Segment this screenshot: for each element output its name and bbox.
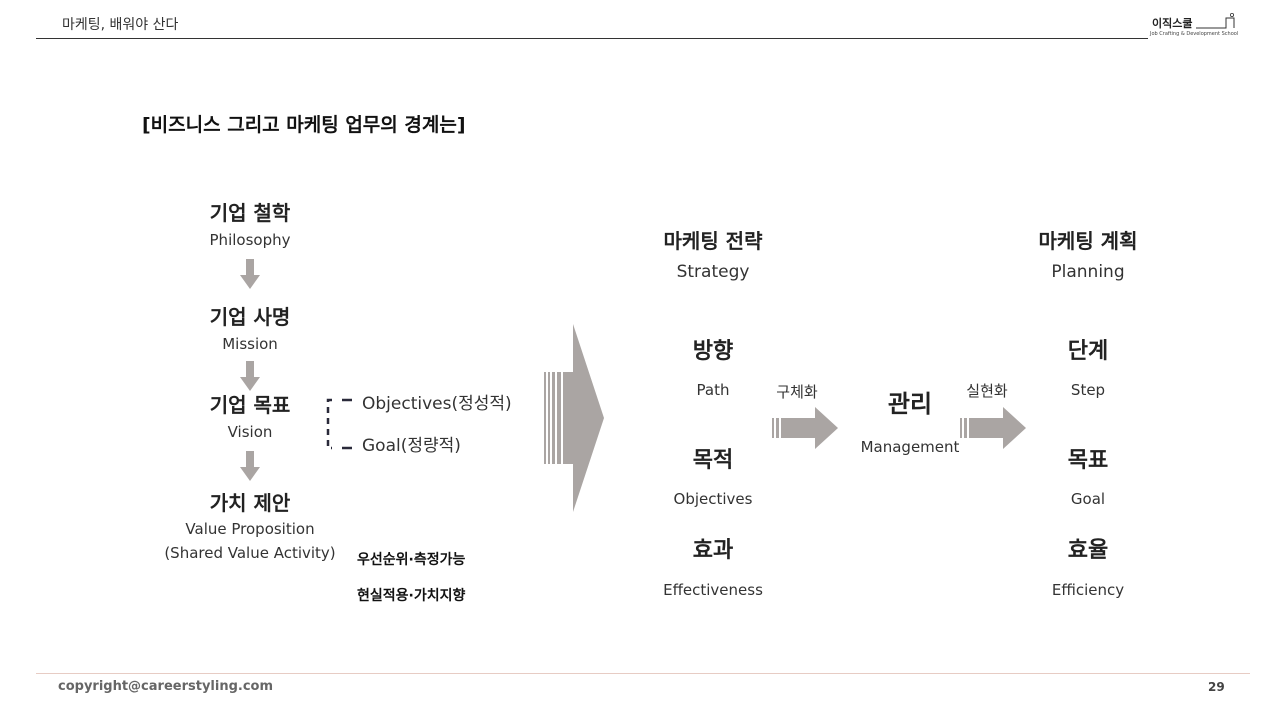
- strategy-objectives-en: Objectives: [673, 490, 753, 508]
- hierarchy-value-en2: (Shared Value Activity): [164, 544, 336, 562]
- strategy-path-ko: 방향: [692, 339, 734, 364]
- logo-name: 이직스쿨: [1152, 17, 1193, 30]
- hierarchy-value-en: Value Proposition: [185, 520, 315, 538]
- section-title: [비즈니스 그리고 마케팅 업무의 경계는]: [142, 114, 466, 136]
- strategy-title-ko: 마케팅 전략: [663, 229, 763, 253]
- goal-type-objectives-en: Objectives: [362, 394, 452, 414]
- planning-goal-ko: 목표: [1067, 448, 1109, 473]
- planning-step-en: Step: [1070, 381, 1106, 399]
- management-en: Management: [860, 438, 960, 456]
- down-arrow-icon: [240, 451, 260, 481]
- hierarchy-vision-en: Vision: [227, 423, 273, 441]
- management-ko: 관리: [887, 390, 933, 418]
- hierarchy-philosophy-ko: 기업 철학: [209, 201, 291, 225]
- bracket-connector: [326, 398, 352, 450]
- note-priority: 우선순위·측정가능: [357, 552, 466, 568]
- big-right-arrow-icon: [544, 324, 604, 512]
- header-title: 마케팅, 배워야 산다: [62, 17, 179, 33]
- down-arrow-icon: [240, 259, 260, 289]
- planning-step-ko: 단계: [1067, 339, 1109, 364]
- footer-copyright: copyright@careerstyling.com: [58, 679, 274, 694]
- planning-title-ko: 마케팅 계획: [1038, 229, 1138, 253]
- arrow-label-concretize: 구체화: [776, 383, 818, 401]
- note-realistic: 현실적용·가치지향: [357, 588, 466, 604]
- hierarchy-philosophy-en: Philosophy: [209, 231, 291, 249]
- logo-tagline: Job Crafting & Development School: [1150, 31, 1239, 37]
- right-arrow-icon: [960, 407, 1026, 449]
- planning-title-en: Planning: [1051, 262, 1125, 282]
- goal-type-objectives-ko: (정성적): [451, 394, 512, 414]
- strategy-effect-ko: 효과: [692, 538, 734, 563]
- footer-divider: [36, 673, 1250, 674]
- page-number: 29: [1208, 680, 1225, 694]
- goal-type-goal-en: Goal: [362, 436, 401, 456]
- arrow-label-realize: 실현화: [966, 382, 1008, 400]
- planning-goal-en: Goal: [1070, 490, 1106, 508]
- hierarchy-mission-ko: 기업 사명: [209, 305, 291, 329]
- strategy-title-en: Strategy: [676, 262, 750, 282]
- strategy-objectives-ko: 목적: [692, 448, 734, 473]
- strategy-effect-en: Effectiveness: [663, 581, 763, 599]
- strategy-path-en: Path: [696, 381, 730, 399]
- hierarchy-vision-ko: 기업 목표: [209, 393, 291, 417]
- down-arrow-icon: [240, 361, 260, 391]
- hierarchy-mission-en: Mission: [222, 335, 278, 353]
- header-divider: [36, 38, 1148, 39]
- logo-house-icon: [1196, 12, 1235, 29]
- planning-efficiency-en: Efficiency: [1051, 581, 1125, 599]
- goal-type-objectives: Objectives(정성적): [362, 389, 512, 414]
- right-arrow-icon: [772, 407, 838, 449]
- goal-type-goal-ko: (정량적): [400, 436, 461, 456]
- planning-efficiency-ko: 효율: [1067, 538, 1109, 563]
- goal-type-goal: Goal(정량적): [362, 431, 461, 456]
- hierarchy-value-ko: 가치 제안: [209, 491, 291, 515]
